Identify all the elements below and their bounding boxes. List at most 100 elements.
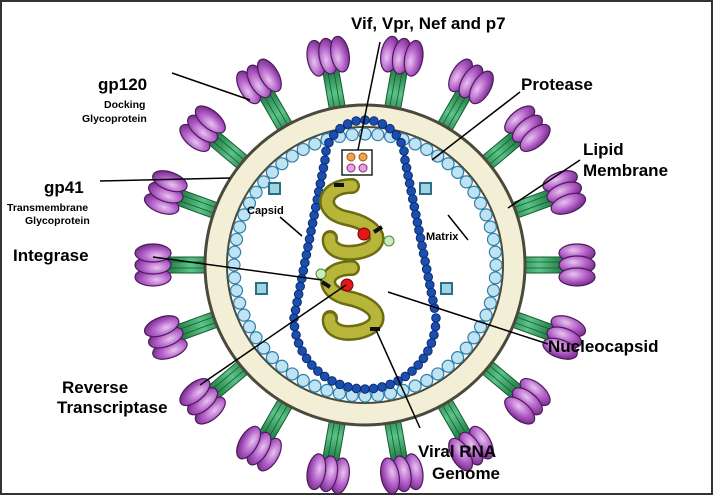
gp120-leader — [171, 72, 251, 101]
lipid-bead — [467, 185, 481, 199]
capsid-bead — [310, 202, 321, 213]
lipid-bead — [233, 296, 247, 310]
capsid-bead — [415, 233, 426, 243]
label-gp120: gp120 — [98, 75, 147, 94]
accessory-proteins — [341, 149, 373, 176]
p7-dot — [358, 163, 368, 173]
capsid-bead — [396, 137, 406, 148]
capsid-bead — [319, 371, 330, 382]
label-gp120-sub1: Docking — [104, 99, 145, 111]
capsid-bead — [351, 116, 361, 126]
capsid-bead — [307, 218, 318, 228]
label-protease: Protease — [521, 75, 593, 94]
label-gp41-sub2: Glycoprotein — [25, 215, 90, 227]
capsid-bead — [342, 119, 353, 129]
label-lipid-line2: Membrane — [583, 161, 668, 180]
integrase-leader — [152, 256, 323, 281]
capsid-bead — [351, 383, 362, 394]
capsid-bead — [377, 382, 387, 392]
lipid-bead — [479, 308, 493, 322]
spike — [236, 58, 298, 140]
matrix-square — [419, 182, 432, 195]
capsid-bead — [292, 297, 302, 308]
lipid-bead — [489, 258, 503, 272]
vpr-dot — [358, 152, 368, 162]
protease-leader — [431, 91, 521, 161]
lipid-bead — [229, 283, 244, 298]
lipid-bead — [228, 271, 242, 285]
capsid-bead — [403, 170, 413, 181]
capsid-bead — [296, 273, 307, 284]
capsid-bead — [327, 376, 337, 386]
lipid-bead — [275, 359, 289, 373]
capsid-bead — [425, 280, 435, 290]
matrix-square — [440, 282, 453, 295]
lipid-bead — [488, 245, 502, 259]
gp120-lobe — [558, 267, 596, 287]
capsid-bead — [385, 123, 395, 134]
capsid-bead — [369, 116, 379, 126]
lipid-bead — [473, 196, 488, 210]
capsid-bead — [407, 194, 418, 204]
lipid-bead — [320, 383, 334, 397]
gp120-lobe — [306, 453, 327, 491]
gp120-lobe — [152, 170, 188, 193]
capsid-bead — [406, 186, 417, 196]
capsid-bead — [301, 250, 312, 260]
capsid-bead — [407, 366, 417, 376]
label-capsid: Capsid — [247, 205, 284, 217]
gp120-lobe — [256, 58, 282, 93]
capsid-bead — [399, 146, 409, 156]
capsid-bead — [300, 257, 310, 268]
label-integrase: Integrase — [13, 246, 89, 265]
rt-leader — [199, 284, 347, 386]
capsid-bead — [293, 289, 304, 300]
capsid-bead — [368, 383, 379, 394]
capsid-bead — [335, 379, 345, 390]
label-genome: Genome — [432, 464, 500, 483]
lipid-bead — [308, 137, 322, 151]
nef-dot — [346, 163, 356, 173]
capsid-bead — [343, 382, 353, 392]
gp120-lobe — [403, 39, 424, 77]
lipid-bead — [479, 208, 493, 222]
lipid-bead — [285, 149, 299, 163]
capsid-bead — [430, 321, 441, 332]
capsid-bead — [328, 130, 339, 140]
lipid-bead — [483, 296, 497, 310]
lipid-bead — [345, 128, 359, 142]
capsid-bead — [298, 265, 309, 276]
capsid-bead — [290, 305, 301, 315]
lipid-bead — [483, 220, 497, 234]
label-gp41-sub1: Transmembrane — [7, 202, 88, 214]
capsid-bead — [418, 353, 429, 364]
lipid-bead — [242, 320, 257, 334]
leader-lines — [99, 41, 581, 429]
lipid-bead — [486, 232, 501, 247]
lipid-bead — [265, 165, 279, 179]
capsid-bead — [289, 321, 300, 332]
capsid-bead — [428, 295, 438, 306]
label-transcriptase: Transcriptase — [57, 398, 168, 417]
label-lipid-line1: Lipid — [583, 140, 624, 159]
lipid-bead — [420, 373, 434, 388]
rna-leader — [375, 329, 421, 429]
capsid-bead — [400, 155, 410, 165]
lipid-bead — [308, 379, 322, 393]
capsid-leader — [279, 216, 303, 237]
spike — [143, 170, 228, 222]
capsid-bead — [414, 225, 424, 235]
lipid-bead — [459, 341, 473, 355]
nucleocapsid-tick — [370, 327, 380, 331]
reverse-transcriptase-lower — [340, 278, 354, 292]
integrase-tick — [372, 225, 384, 234]
vif-leader — [357, 41, 381, 151]
gp120-lobe — [519, 123, 551, 152]
lipid-bead — [486, 283, 501, 298]
lipid-bead — [275, 157, 289, 171]
labels: Vif, Vpr, Nef and p7 Protease Lipid Memb… — [7, 14, 668, 483]
label-gp120-sub2: Glycoprotein — [82, 113, 147, 125]
matrix-square — [255, 282, 268, 295]
capsid-bead — [412, 217, 423, 228]
